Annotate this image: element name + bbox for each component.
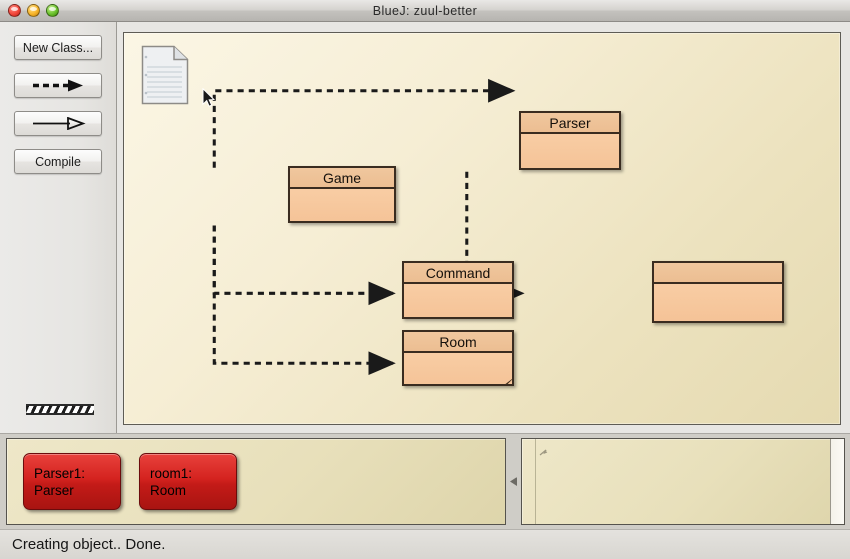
document-icon (141, 45, 189, 105)
uses-arrow-button[interactable] (14, 73, 102, 98)
extends-arrow-button[interactable] (14, 111, 102, 136)
toolbar-resize-handle[interactable] (26, 404, 94, 415)
new-class-button-label: New Class... (22, 40, 94, 55)
mouse-cursor (202, 87, 216, 107)
cursor-arrow-icon (202, 87, 216, 107)
code-pad-prompt-icon (539, 449, 548, 456)
class-toolbar: New Class... Compile (0, 22, 117, 433)
room-class-body (404, 353, 512, 384)
unnamed-class-label (654, 263, 782, 284)
object-room1-line2: Room (150, 482, 187, 498)
splitter-grip-icon (510, 477, 517, 486)
compile-button-label: Compile (35, 154, 81, 169)
command-class-label: Command (404, 263, 512, 284)
title-bar: BlueJ: zuul-better (0, 0, 850, 22)
command-class-body (404, 284, 512, 317)
main-area: New Class... Compile (0, 22, 850, 434)
parser-class-body (521, 134, 619, 168)
new-class-button[interactable]: New Class... (14, 35, 102, 60)
parser-class[interactable]: Parser (519, 111, 621, 170)
class-diagram-container: Game Parser Command Room (117, 22, 850, 433)
class-diagram[interactable]: Game Parser Command Room (123, 32, 841, 425)
bench-codepad-splitter[interactable] (506, 438, 521, 525)
unnamed-class-body (654, 284, 782, 321)
uncompiled-hatch-icon (478, 379, 512, 384)
window-controls (8, 4, 59, 17)
minimize-button[interactable] (27, 4, 40, 17)
close-button[interactable] (8, 4, 21, 17)
object-parser1[interactable]: Parser1: Parser (23, 453, 121, 510)
status-bar: Creating object.. Done. (0, 529, 850, 559)
game-class[interactable]: Game (288, 166, 396, 223)
object-bench[interactable]: Parser1: Parser room1: Room (6, 438, 506, 525)
readme-document-icon[interactable] (141, 45, 189, 105)
object-room1[interactable]: room1: Room (139, 453, 237, 510)
bench-and-codepad: Parser1: Parser room1: Room (0, 434, 850, 529)
object-parser1-line1: Parser1: (34, 465, 86, 481)
compile-button[interactable]: Compile (14, 149, 102, 174)
code-pad-scrollbar[interactable] (830, 439, 844, 524)
object-parser1-line2: Parser (34, 482, 74, 498)
room-class-label: Room (404, 332, 512, 353)
game-class-body (290, 189, 394, 221)
parser-class-label: Parser (521, 113, 619, 134)
command-class[interactable]: Command (402, 261, 514, 319)
unnamed-class[interactable] (652, 261, 784, 323)
solid-arrow-icon (33, 117, 86, 130)
window-title: BlueJ: zuul-better (372, 3, 478, 18)
zoom-button[interactable] (46, 4, 59, 17)
code-pad-gutter (535, 439, 536, 524)
code-pad[interactable] (521, 438, 845, 525)
status-message: Creating object.. Done. (12, 536, 166, 553)
object-room1-line1: room1: (150, 465, 193, 481)
dashed-arrow-icon (33, 79, 83, 92)
room-class[interactable]: Room (402, 330, 514, 386)
game-class-label: Game (290, 168, 394, 189)
